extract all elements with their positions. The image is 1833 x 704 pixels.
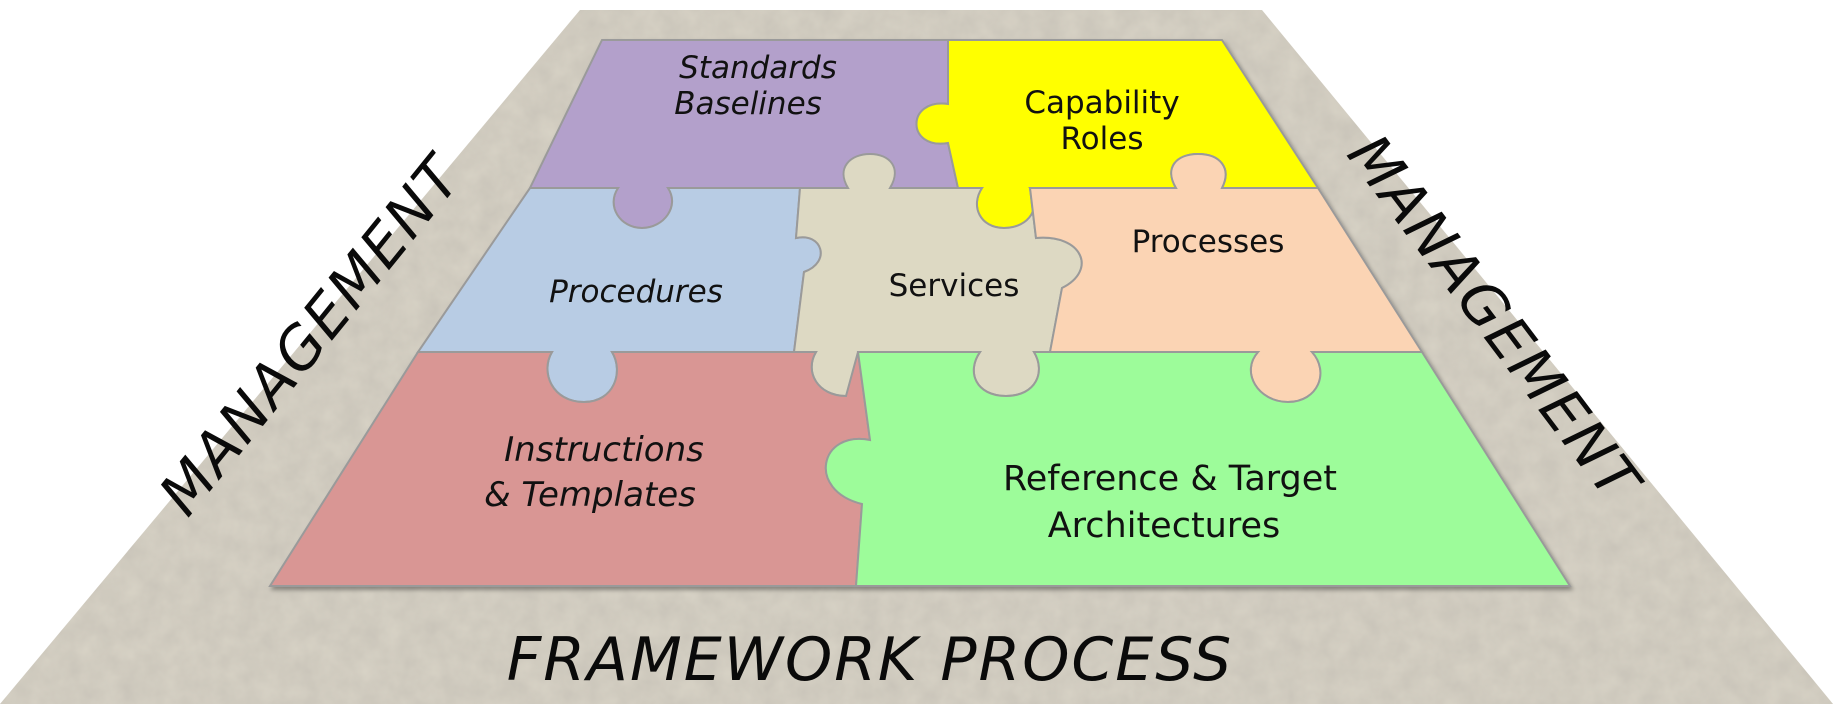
capability-label-line2: Roles [1061, 121, 1144, 157]
instructions-label: Instructions & Templates [484, 430, 704, 515]
framework-process-label: FRAMEWORK PROCESS [507, 625, 1234, 695]
instructions-label-line2: & Templates [484, 475, 696, 515]
standards-label-line2: Baselines [674, 86, 822, 122]
capability-label-line1: Capability [1024, 85, 1179, 121]
reference-label-line1: Reference & Target [1003, 459, 1337, 499]
services-label: Services [889, 268, 1020, 304]
procedures-label: Procedures [549, 274, 723, 310]
standards-label-line1: Standards [679, 50, 837, 86]
reference-label: Reference & Target Architectures [1003, 459, 1337, 546]
processes-label: Processes [1132, 224, 1285, 260]
standards-label: Standards Baselines [674, 50, 837, 122]
reference-label-line2: Architectures [1048, 506, 1281, 546]
capability-label: Capability Roles [1024, 85, 1179, 157]
reference-target-piece [824, 351, 1572, 587]
instructions-label-line1: Instructions [504, 430, 704, 470]
